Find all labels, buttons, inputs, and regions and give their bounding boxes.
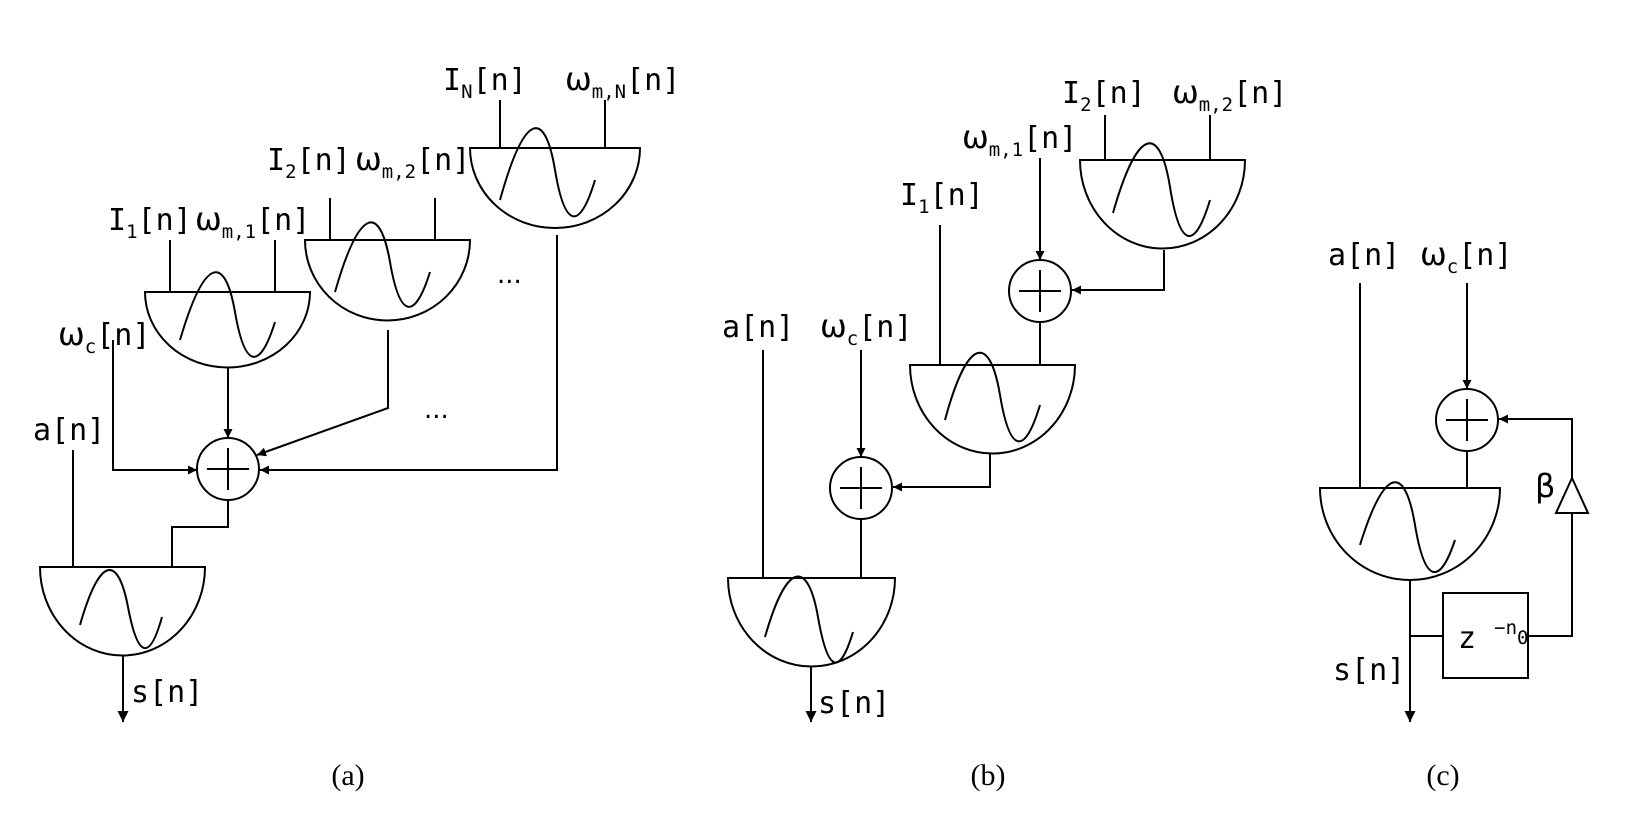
oscillator-out-b — [726, 575, 897, 668]
oscillator-2 — [303, 221, 472, 322]
oscillator-n — [468, 127, 642, 229]
caption-c: (c) — [1426, 759, 1459, 792]
ellipsis-a-1: ... — [497, 260, 522, 290]
label-b-i1: I1[n] — [900, 178, 984, 218]
label-c-wc: ωc[n] — [1420, 235, 1512, 278]
oscillator-1 — [143, 271, 312, 369]
caption-a: (a) — [331, 759, 364, 792]
delay-label: z −n0 — [1458, 617, 1528, 656]
label-a-i1: I1[n] — [108, 203, 192, 243]
oscillator-b-1 — [908, 351, 1077, 455]
oscillator-out-a — [38, 566, 207, 657]
beta-label: β — [1535, 467, 1555, 505]
ellipsis-a-2: ... — [424, 395, 449, 425]
label-a-a: a[n] — [33, 413, 105, 448]
label-b-a: a[n] — [722, 310, 794, 345]
panel-c: z −n0 β a[n] ωc[n] s[n] (c) — [1318, 235, 1590, 792]
label-a-wm2: ωm,2[n] — [355, 140, 470, 183]
adder-b-bottom — [829, 456, 893, 520]
panel-b: I2[n] ωm,2[n] ωm,1[n] I1[n] a[n] ωc[n] s… — [722, 73, 1287, 792]
adder-c — [1435, 388, 1499, 452]
label-b-wm1: ωm,1[n] — [962, 118, 1077, 161]
label-a-in: IN[n] — [443, 63, 527, 103]
caption-b: (b) — [971, 759, 1006, 792]
adder-b-top — [1008, 259, 1072, 323]
label-a-i2: I2[n] — [267, 143, 351, 183]
label-b-wm2: ωm,2[n] — [1172, 73, 1287, 116]
label-b-i2: I2[n] — [1062, 76, 1146, 116]
label-a-s: s[n] — [131, 675, 203, 710]
label-b-wc: ωc[n] — [820, 307, 912, 350]
adder-a — [196, 437, 260, 501]
label-c-s: s[n] — [1333, 653, 1405, 688]
oscillator-c — [1318, 481, 1502, 581]
label-c-a: a[n] — [1328, 238, 1400, 273]
label-a-wm1: ωm,1[n] — [195, 200, 310, 243]
label-a-wmn: ωm,N[n] — [565, 60, 680, 103]
label-b-s: s[n] — [818, 686, 890, 721]
panel-a: I1[n] ωm,1[n] I2[n] ωm,2[n] IN[n] ωm,N[n… — [33, 60, 680, 792]
oscillator-b-2 — [1078, 142, 1247, 250]
label-a-wc: ωc[n] — [58, 315, 150, 358]
gain-triangle — [1554, 475, 1590, 514]
